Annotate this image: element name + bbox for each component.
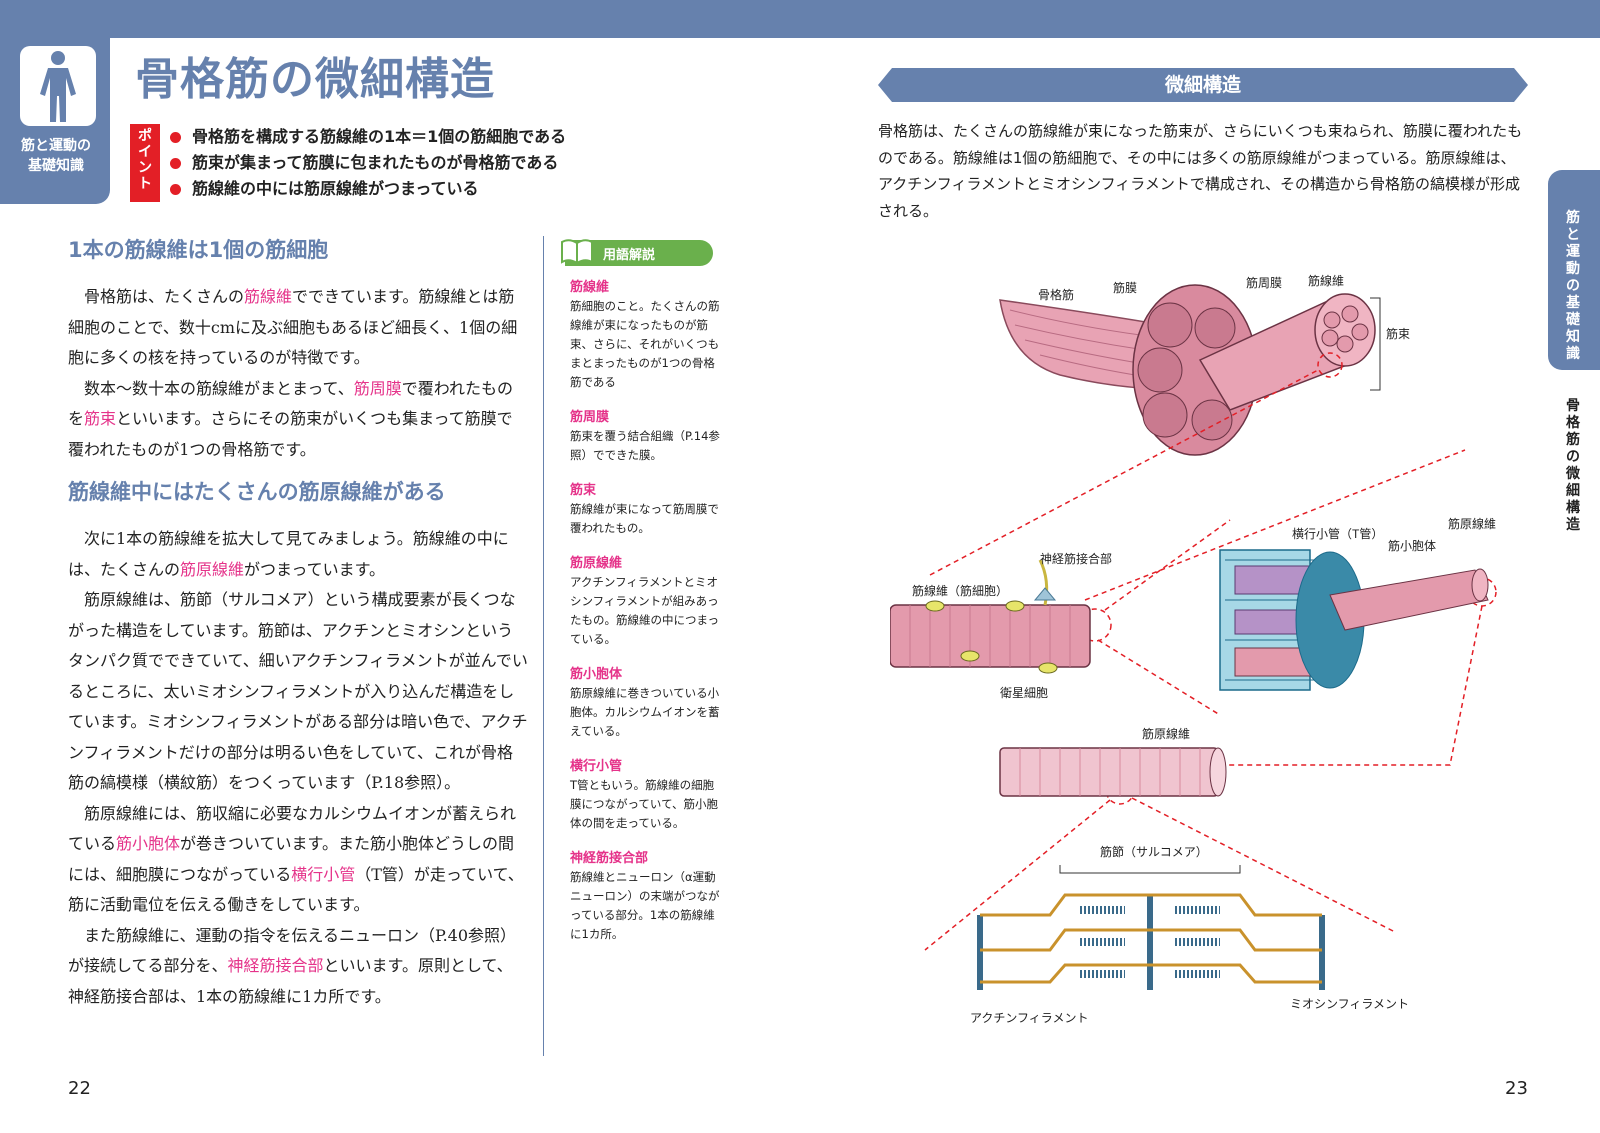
section-body: 次に1本の筋線維を拡大して見てみましょう。筋線維の中には、たくさんの筋原線維がつ… [68,524,528,1012]
glossary-item: 筋原線維アクチンフィラメントとミオシンフィラメントが組みあったもの。筋線維の中に… [570,554,722,649]
label-fascia: 筋膜 [1113,280,1137,295]
glossary-definition: 筋線維が束になって筋周膜で覆われたもの。 [570,502,719,535]
side-tab-label: 筋 と 運 動 の 基 礎 知 識 [1566,210,1580,362]
point-item: 骨格筋を構成する筋線維の1本＝1個の筋細胞である [170,124,566,150]
side-subtitle: 骨 格 筋 の 微 細 構 造 [1566,398,1580,533]
page-number-right: 23 [1505,1078,1528,1099]
skeletal-muscle-illustration [999,284,1381,456]
intro-text: 骨格筋は、たくさんの筋線維が束になった筋束が、さらにいくつも束ねられ、筋膜に覆わ… [878,122,1523,220]
glossary-list: 筋線維筋細胞のこと。たくさんの筋線維が束になったものが筋束、さらに、それがいくつ… [570,278,722,960]
label-nmj: 神経筋接合部 [1040,551,1112,566]
category-badge: 筋と運動の 基礎知識 [0,38,110,204]
category-label: 筋と運動の 基礎知識 [21,138,91,174]
glossary-definition: 筋束を覆う結合組織（P.14参照）でできた膜。 [570,429,720,462]
label-muscle-fiber: 筋線維 [1308,273,1344,288]
myofibril-illustration [999,747,1227,797]
section-heading: 筋線維中にはたくさんの筋原線維がある [68,480,446,504]
glossary-term: 筋原線維 [570,556,623,571]
glossary-definition: 筋原線維に巻きついている小胞体。カルシウムイオンを蓄えている。 [570,686,720,738]
label-myofibril: 筋原線維 [1448,516,1496,531]
paragraph: 筋原線維には、筋収縮に必要なカルシウムイオンが蓄えられている筋小胞体が巻きついて… [68,803,524,915]
open-book-icon [561,239,593,265]
glossary-term: 筋線維 [570,280,610,295]
section-banner [878,68,1528,102]
sarcomere-bracket [1059,865,1241,874]
bullet-icon [170,158,181,169]
glossary-item: 神経筋接合部筋線維とニューロン（α運動ニューロン）の末端がつながっている部分。1… [570,849,722,944]
label-skeletal-muscle: 骨格筋 [1038,287,1074,302]
glossary-definition: アクチンフィラメントとミオシンフィラメントが組みあったもの。筋線維の中につまって… [570,575,720,646]
section-heading: 1本の筋線維は1個の筋細胞 [68,238,329,262]
paragraph: 数本～数十本の筋線維がまとまって、筋周膜で覆われたものを筋束といいます。さらにそ… [68,378,513,459]
paragraph: 次に1本の筋線維を拡大して見てみましょう。筋線維の中には、たくさんの筋原線維がつ… [68,529,509,579]
label-myofibril-2: 筋原線維 [1142,726,1190,741]
myofibril-crosssection-illustration [1219,549,1489,691]
label-myosin: ミオシンフィラメント [1290,997,1409,1011]
body-figure-icon [20,46,96,126]
point-item: 筋束が集まって筋膜に包まれたものが骨格筋である [170,150,566,176]
column-divider [543,236,544,1056]
glossary-definition: 筋線維とニューロン（α運動ニューロン）の末端がつながっている部分。1本の筋線維に… [570,870,720,941]
point-badge: ポ イ ン ト [130,124,160,202]
zoom-connectors [924,352,1497,951]
bullet-icon [170,132,181,143]
glossary-term: 筋周膜 [570,410,610,425]
banner-title: 微細構造 [1164,74,1241,96]
label-perimysium: 筋周膜 [1246,275,1282,290]
sarcomere-illustration [977,893,1325,990]
top-bar [0,0,1600,38]
glossary-definition: T管ともいう。筋線維の細胞膜につながっていて、筋小胞体の間を走っている。 [570,778,719,830]
section-body: 骨格筋は、たくさんの筋線維でできています。筋線維とは筋細胞のことで、数十cmに及… [68,282,528,465]
muscle-structure-diagram: 骨格筋 筋膜 筋周膜 筋線維 筋束 神経筋接合部 筋線維（筋細胞） 衛星細胞 [890,273,1497,1025]
glossary-item: 筋線維筋細胞のこと。たくさんの筋線維が束になったものが筋束、さらに、それがいくつ… [570,278,722,392]
label-actin: アクチンフィラメント [970,1011,1088,1025]
label-fiber-cell: 筋線維（筋細胞） [912,583,1008,598]
glossary-item: 横行小管 T管ともいう。筋線維の細胞膜につながっていて、筋小胞体の間を走っている。 [570,757,722,833]
glossary-definition: 筋細胞のこと。たくさんの筋線維が束になったものが筋束、さらに、それがいくつもまと… [570,299,720,389]
glossary-item: 筋束筋線維が束になって筋周膜で覆われたもの。 [570,481,722,538]
side-tab [1548,170,1600,370]
paragraph: 骨格筋は、たくさんの筋線維でできています。筋線維とは筋細胞のことで、数十cmに及… [68,287,518,367]
glossary-title: 用語解説 [603,248,656,263]
label-satellite-cell: 衛星細胞 [1000,686,1048,700]
label-sarcomere: 筋節（サルコメア） [1100,844,1208,859]
page-title: 骨格筋の微細構造 [135,54,495,105]
glossary-term: 横行小管 [570,759,623,774]
bullet-icon [170,184,181,195]
paragraph: 筋原線維は、筋節（サルコメア）という構成要素が長くつながった構造をしています。筋… [68,590,528,792]
point-item: 筋線維の中には筋原線維がつまっている [170,176,566,202]
glossary-item: 筋周膜筋束を覆う結合組織（P.14参照）でできた膜。 [570,408,722,465]
glossary-term: 筋小胞体 [570,667,623,682]
page-number-left: 22 [68,1078,91,1099]
paragraph: また筋線維に、運動の指令を伝えるニューロン（P.40参照）が接続してる部分を、神… [68,925,517,1006]
glossary-term: 神経筋接合部 [570,851,649,866]
point-list: 骨格筋を構成する筋線維の1本＝1個の筋細胞である 筋束が集まって筋膜に包まれたも… [170,124,566,202]
glossary-item: 筋小胞体筋原線維に巻きついている小胞体。カルシウムイオンを蓄えている。 [570,665,722,741]
glossary-term: 筋束 [570,483,597,498]
label-t-tubule: 横行小管（T管） [1292,526,1383,541]
label-sr: 筋小胞体 [1388,538,1436,553]
muscle-fiber-illustration [890,559,1091,674]
label-fascicle: 筋束 [1386,326,1410,341]
